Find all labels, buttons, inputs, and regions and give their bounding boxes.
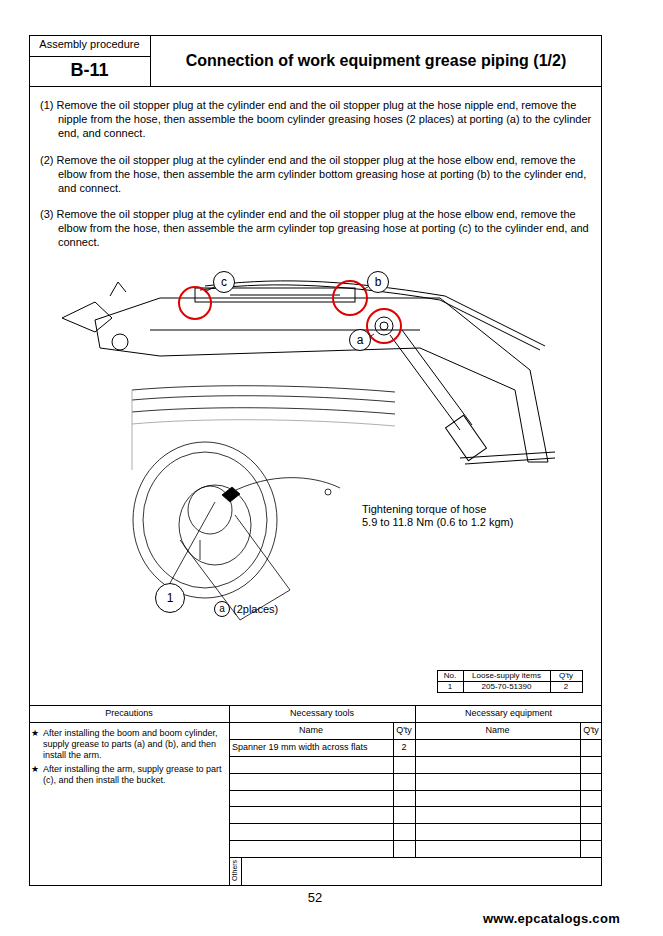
loose-supply-table — [438, 671, 583, 693]
table-cell: 1 — [437, 682, 463, 692]
callout-circle: b — [367, 271, 389, 293]
instruction-step: (2) Remove the oil stopper plug at the c… — [40, 154, 592, 195]
page-title: Connection of work equipment grease pipi… — [150, 51, 602, 71]
instruction-step: (1) Remove the oil stopper plug at the c… — [40, 99, 592, 140]
callout-circle: a — [349, 329, 371, 351]
quantity-note: (2places) — [233, 603, 303, 617]
callout-circle: a — [214, 601, 230, 617]
table-header: No. — [437, 671, 463, 681]
excavator-boom-drawing — [62, 281, 555, 464]
note-bullet: ★ — [31, 728, 41, 739]
bottom-table — [29, 705, 602, 706]
table-header: Precautions — [29, 708, 229, 719]
instruction-step: (3) Remove the oil stopper plug at the c… — [40, 208, 592, 249]
table-header: Q'ty — [393, 725, 415, 736]
callout-circle: 1 — [155, 583, 185, 613]
header-cell: Assembly procedure — [29, 38, 150, 52]
torque-note: Tightening torque of hose — [362, 503, 582, 517]
table-header: Name — [229, 725, 393, 736]
precaution-note: After installing the boom and boom cylin… — [43, 728, 227, 760]
callout-circle: c — [213, 271, 235, 293]
note-bullet: ★ — [31, 764, 41, 775]
callout-letter: a — [219, 604, 225, 614]
callout-letter: b — [375, 276, 382, 288]
table-cell: 205-70-51390 — [463, 682, 550, 692]
callout-letter: a — [357, 334, 364, 346]
table-header: Name — [415, 725, 580, 736]
procedure-number: B-11 — [29, 59, 150, 82]
page-border — [30, 36, 602, 886]
table-header: Q'ty — [550, 671, 582, 681]
table-side-label: Others — [231, 856, 240, 884]
page-number: 52 — [290, 890, 340, 906]
table-header: Loose-supply items — [463, 671, 550, 681]
table-header: Necessary equipment — [415, 708, 602, 719]
table-cell: Spanner 19 mm width across flats — [232, 742, 392, 753]
leader-line — [205, 287, 374, 336]
table-cell: 2 — [550, 682, 582, 692]
table-cell: 2 — [393, 742, 415, 753]
watermark: www.epcatalogs.com — [440, 911, 620, 927]
callout-letter: 1 — [167, 592, 174, 604]
callout-letter: c — [221, 276, 227, 288]
table-header: Q'ty — [580, 725, 602, 736]
table-header: Necessary tools — [229, 708, 415, 719]
detail-inset-drawing — [132, 386, 395, 620]
torque-value: 5.9 to 11.8 Nm (0.6 to 1.2 kgm) — [362, 516, 582, 530]
precaution-note: After installing the arm, supply grease … — [43, 764, 227, 786]
